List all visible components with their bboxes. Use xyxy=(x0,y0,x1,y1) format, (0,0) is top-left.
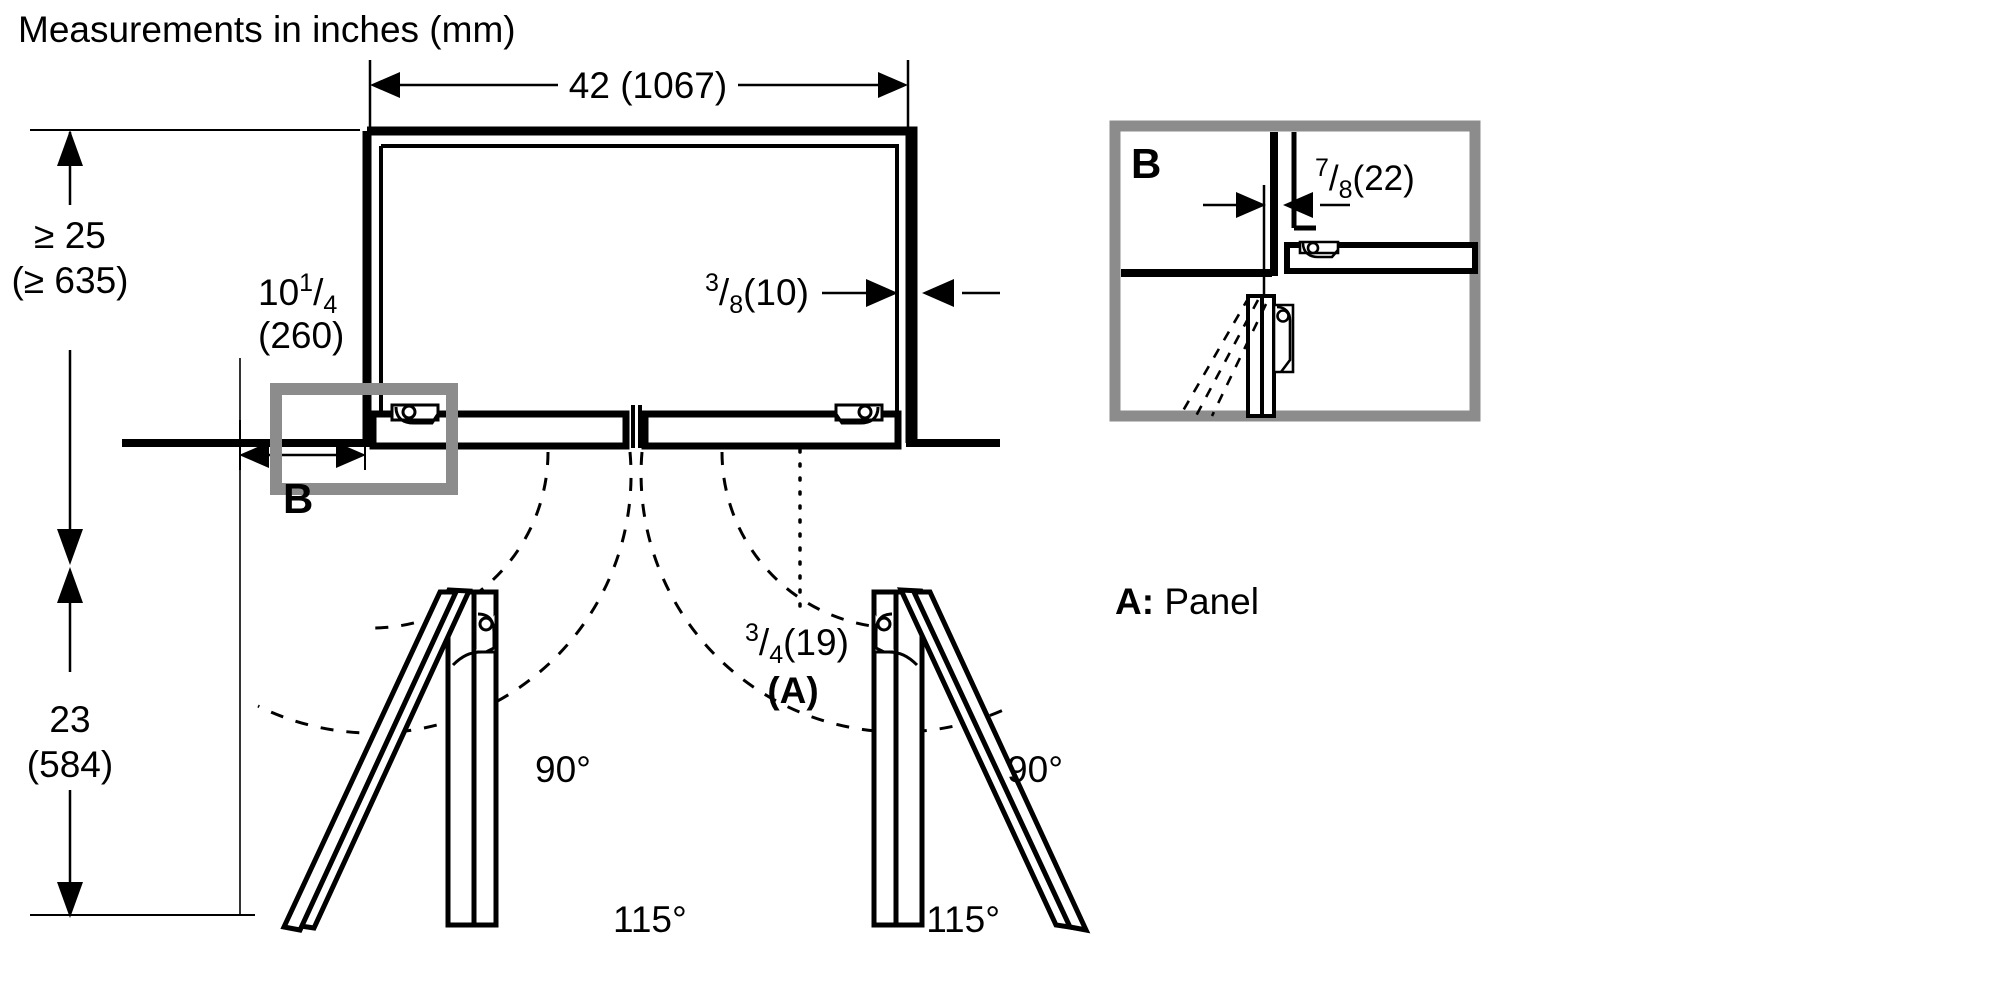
dimension-panel-thickness: 3/4(19) (A) xyxy=(745,448,849,711)
door-left-open-90 xyxy=(445,589,499,928)
dimension-label-side-clearance-mm: (260) xyxy=(258,315,344,356)
legend-text: Panel xyxy=(1164,581,1259,622)
dimension-label-width-top: 42 (1067) xyxy=(569,65,727,106)
arrowhead-up-2 xyxy=(57,567,83,603)
panel-callout-a: (A) xyxy=(767,670,818,711)
arrowhead-right xyxy=(878,72,908,98)
dimension-label-height-below-line2: (584) xyxy=(27,744,113,785)
detail-b-label-main: B xyxy=(283,475,313,522)
dimension-label-detail-gap: 7/8(22) xyxy=(1315,154,1415,204)
arrowhead-up xyxy=(57,130,83,166)
legend-panel: A: Panel xyxy=(1115,581,1259,622)
arrowhead-down xyxy=(57,529,83,565)
door-panels-closed xyxy=(369,405,902,450)
door-swing-arcs xyxy=(257,451,1013,735)
door-right-open-90 xyxy=(871,589,925,928)
dimension-right-gap: 3/8(10) xyxy=(705,269,1000,319)
dimension-width-top: 42 (1067) xyxy=(368,60,910,132)
dimension-label-panel-thickness: 3/4(19) xyxy=(745,619,849,669)
angle-label-right-90: 90° xyxy=(1007,749,1063,790)
hinge-right-closed xyxy=(834,403,884,425)
angle-label-left-90: 90° xyxy=(535,749,591,790)
legend-key: A: xyxy=(1115,581,1154,622)
arrowhead-left xyxy=(370,72,400,98)
dimension-label-height-above-line1: ≥ 25 xyxy=(34,215,106,256)
angle-label-right-115: 115° xyxy=(926,899,1000,940)
arrowhead-inset-left xyxy=(1283,192,1313,218)
arrowhead-inset-right xyxy=(1236,192,1266,218)
hinge-left-closed xyxy=(390,403,440,425)
detail-b-inset: B 7/8(22) xyxy=(1109,120,1481,422)
angle-label-left-115: 115° xyxy=(613,899,687,940)
legend-row: A: Panel xyxy=(1115,581,1259,622)
dimension-label-side-clearance-whole: 101/4 xyxy=(258,269,337,319)
arrowhead-gap-left xyxy=(922,279,954,307)
dimension-label-height-below-line1: 23 xyxy=(49,699,90,740)
dimension-label-right-gap: 3/8(10) xyxy=(705,269,809,319)
detail-b-label-inset: B xyxy=(1131,140,1161,187)
arrowhead-down-2 xyxy=(57,882,83,918)
door-right-open-115 xyxy=(887,587,1091,934)
dimension-height-above: ≥ 25 (≥ 635) xyxy=(12,129,360,565)
dimension-height-below: 23 (584) xyxy=(27,567,255,918)
dimension-label-height-above-line2: (≥ 635) xyxy=(12,260,129,301)
detail-b-highlight-box: B xyxy=(270,383,458,522)
dimension-side-clearance: 101/4 (260) xyxy=(239,269,366,915)
door-left-open-115 xyxy=(280,587,483,933)
page-title: Measurements in inches (mm) xyxy=(18,9,516,50)
detail-b-lower-assembly xyxy=(1178,294,1295,418)
arrowhead-gap-right xyxy=(866,279,898,307)
arrowhead-right-2 xyxy=(336,442,366,468)
arrowhead-left-2 xyxy=(239,442,269,468)
